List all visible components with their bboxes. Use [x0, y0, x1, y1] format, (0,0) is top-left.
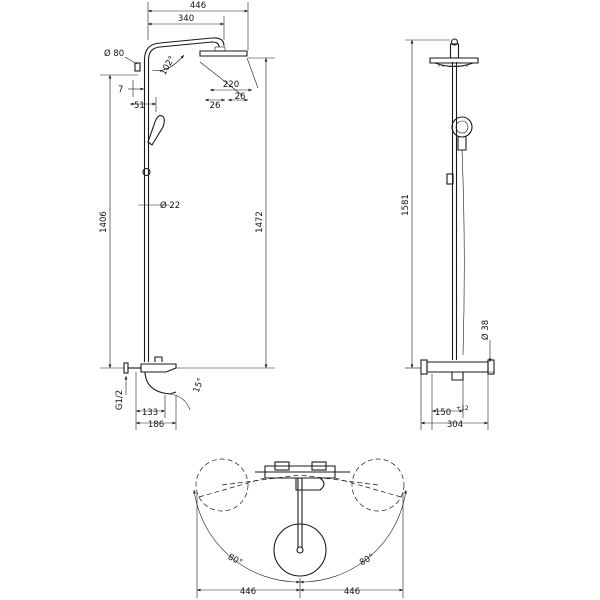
- dimension-labels: 446 340 Ø 80 102° 220 26 26 7 51 Ø 22 14…: [99, 1, 491, 597]
- dim-depth-mixer: 133: [142, 408, 158, 418]
- dim-side-height: 1581: [401, 194, 411, 216]
- dim-swivel-right: 80°: [358, 552, 376, 568]
- dimension-lines: [100, 2, 495, 598]
- side-hand-shower: [451, 116, 473, 138]
- hand-shower: [147, 115, 165, 146]
- dim-head-sub-left: 26: [210, 101, 221, 111]
- dim-height-left: 1406: [99, 211, 109, 233]
- dim-depth-total: 186: [148, 420, 164, 430]
- dim-side-tolerance: +12: [456, 405, 469, 412]
- dim-reach-left: 446: [240, 587, 256, 597]
- dim-offset-bar: 51: [134, 101, 145, 111]
- dim-spout-angle: 15°: [192, 377, 207, 395]
- bath-spout: [144, 371, 177, 395]
- dim-height-right: 1472: [255, 211, 265, 233]
- dim-pipe-diameter: Ø 22: [160, 200, 180, 211]
- top-view: [193, 458, 407, 584]
- top-shower-head: [273, 523, 327, 577]
- dim-swivel-left: 80°: [226, 552, 244, 568]
- dim-head-diameter: Ø 80: [104, 48, 124, 59]
- dim-connection: G1/2: [115, 390, 125, 410]
- side-shower-head: [429, 57, 479, 64]
- dim-head-size: 220: [223, 80, 239, 90]
- dim-side-mixer-diameter: Ø 38: [480, 320, 491, 340]
- front-view: [123, 37, 248, 395]
- dim-width-top: 446: [190, 1, 206, 11]
- dim-side-center-distance: 150: [435, 408, 451, 418]
- overhead-shower-head: [199, 50, 248, 57]
- dim-reach-right: 446: [344, 587, 360, 597]
- dim-head-sub-right: 26: [235, 92, 246, 102]
- dim-side-width: 304: [447, 420, 463, 430]
- mixer-body: [140, 363, 177, 373]
- dim-arm-length: 340: [178, 14, 194, 24]
- dim-offset-small: 7: [118, 85, 123, 95]
- dim-arm-angle: 102°: [159, 54, 178, 77]
- side-view: [420, 38, 495, 381]
- side-mixer: [426, 361, 489, 373]
